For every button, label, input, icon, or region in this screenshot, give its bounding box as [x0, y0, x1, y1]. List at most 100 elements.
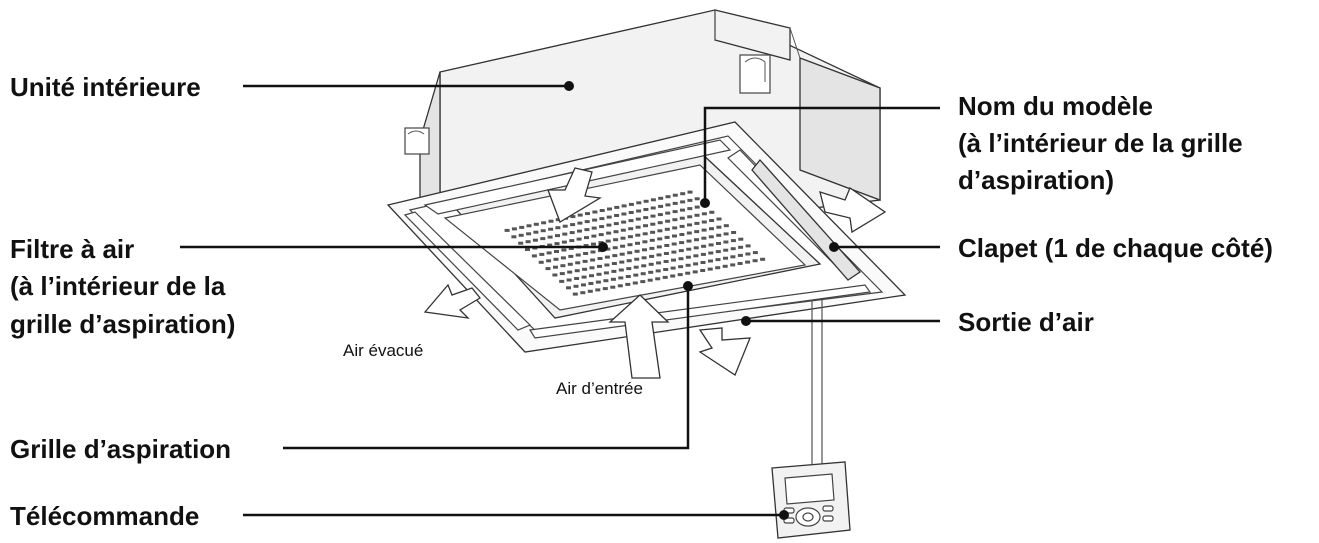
grille-slot: [583, 244, 589, 248]
grille-slot: [574, 269, 580, 273]
grille-slot: [716, 217, 722, 221]
grille-slot: [632, 281, 638, 285]
grille-slot: [643, 199, 649, 203]
grille-slot: [687, 223, 692, 227]
grille-slot: [649, 254, 655, 258]
grille-slot: [760, 257, 766, 261]
grille-slot: [643, 208, 649, 211]
grille-slot: [625, 275, 631, 278]
grille-slot: [678, 249, 684, 253]
grille-slot: [679, 216, 685, 220]
grille-slot: [701, 236, 707, 240]
grille-slot: [518, 233, 524, 237]
grille-slot: [693, 246, 699, 250]
grille-slot: [687, 190, 693, 194]
grille-slot: [650, 206, 656, 210]
grille-slot: [611, 269, 617, 273]
grille-slot: [539, 252, 545, 256]
leader-model-name: [703, 106, 940, 203]
grille-slot: [670, 274, 676, 278]
leader-suction-grille: [283, 286, 690, 450]
grille-slot: [590, 250, 596, 254]
grille-slot: [540, 237, 546, 241]
grille-slot: [587, 289, 593, 293]
grille-slot: [677, 273, 683, 277]
grille-slot: [628, 202, 634, 206]
grille-slot: [548, 219, 554, 223]
grille-slot: [621, 212, 627, 216]
grille-slot: [715, 258, 721, 262]
label-air-intake: Air d’entrée: [556, 379, 643, 398]
grille-slot: [723, 248, 729, 252]
grille-slot: [665, 219, 671, 223]
grille-slot: [657, 213, 663, 217]
grille-slot: [716, 233, 722, 237]
airflow-arrows: [423, 167, 887, 379]
grille-slot: [679, 224, 685, 228]
grille-slot: [664, 227, 670, 231]
label-indoor-unit: Unité intérieure: [10, 72, 201, 102]
grille-slot: [604, 263, 610, 267]
grille-slot: [685, 263, 691, 267]
grille-slot: [672, 193, 678, 197]
grille-slot: [723, 240, 729, 244]
grille-slot: [686, 239, 692, 243]
grille-slot: [584, 220, 590, 224]
grille-slot: [692, 270, 698, 274]
grille-slot: [504, 228, 510, 232]
grille-slot: [545, 267, 551, 271]
grille-slot: [745, 260, 751, 264]
grille-slot: [694, 238, 699, 242]
grille-slot: [511, 227, 517, 231]
grille-slot: [547, 235, 553, 239]
grille-slot: [546, 259, 552, 263]
grille-slot: [612, 246, 618, 250]
grille-slot: [584, 228, 590, 232]
grille-slot: [633, 265, 639, 269]
grille-slot: [612, 254, 618, 258]
grille-slot: [626, 267, 632, 271]
grille-slot: [580, 291, 586, 295]
grille-slot: [619, 260, 625, 264]
label-air-filter-line2: (à l’intérieur de la: [10, 271, 226, 301]
grille-slot: [511, 235, 517, 239]
grille-slot: [663, 268, 669, 271]
grille-slot: [598, 233, 604, 237]
grille-slot: [738, 245, 744, 249]
grille-slot: [700, 261, 706, 264]
grille-slot: [585, 212, 590, 216]
grille-slot: [599, 209, 605, 212]
grille-slot: [680, 208, 685, 212]
grille-slot: [577, 221, 583, 225]
grille-slot: [552, 273, 558, 277]
grille-slot: [577, 229, 582, 233]
grille-slot: [562, 224, 568, 228]
grille-slot: [649, 246, 655, 250]
grille-slot: [533, 230, 539, 234]
suction-grille: [443, 164, 807, 311]
grille-slot: [752, 259, 758, 263]
grille-slot: [567, 262, 573, 266]
grille-slot: [722, 264, 728, 268]
grille-slot: [625, 282, 631, 286]
grille-slot: [650, 214, 656, 218]
grille-slot: [589, 274, 594, 278]
grille-slot: [627, 235, 633, 239]
grille-slot: [738, 237, 744, 241]
grille-slot: [581, 283, 586, 287]
grille-slot: [650, 222, 656, 226]
grille-slot: [685, 255, 691, 259]
grille-slot: [730, 247, 736, 251]
grille-slot: [618, 276, 624, 280]
grille-slot: [640, 280, 646, 284]
grille-slot: [709, 227, 714, 231]
grille-slot: [709, 219, 715, 222]
grille-slot: [589, 266, 595, 270]
grille-slot: [559, 279, 565, 283]
grille-slot: [634, 249, 640, 253]
grille-slot: [635, 225, 641, 229]
label-air-outlet: Sortie d’air: [958, 307, 1094, 337]
grille-slot: [568, 254, 574, 258]
dot-suction-grille: [683, 281, 693, 291]
